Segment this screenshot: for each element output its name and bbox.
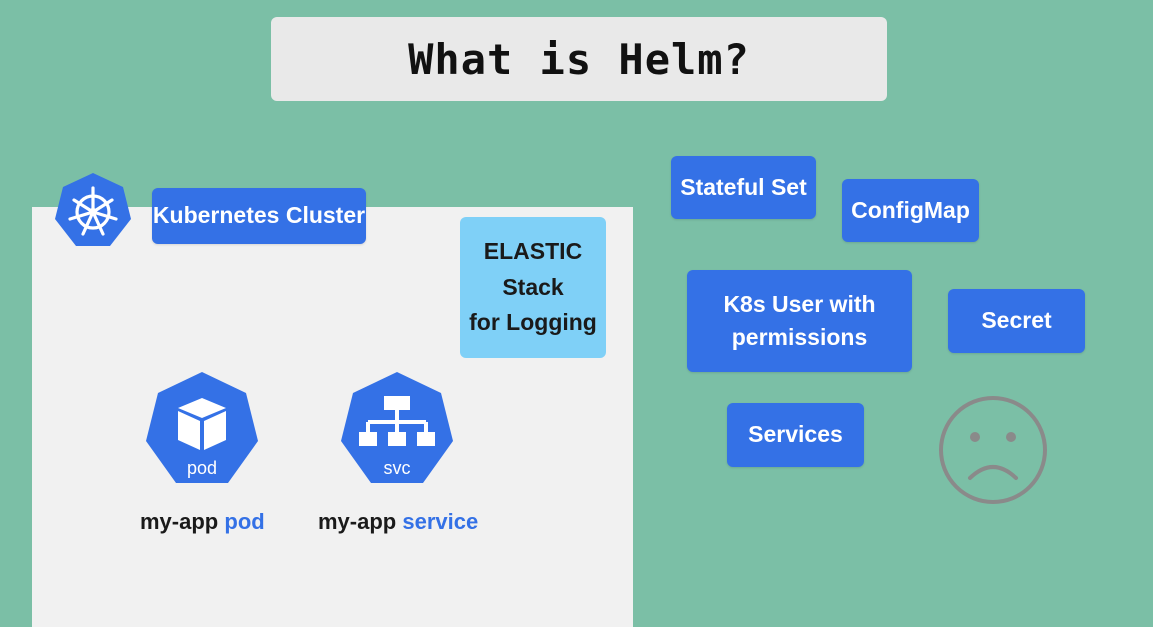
secret-box: Secret [948, 289, 1085, 353]
elastic-line-2: Stack [502, 273, 564, 300]
pod-label: my-app pod [140, 509, 265, 535]
k8s-user-box: K8s User with permissions [687, 270, 912, 372]
cube-icon [178, 398, 226, 450]
k8s-user-line-2: permissions [731, 324, 868, 350]
service-label-prefix: my-app [318, 509, 397, 534]
pod-icon: pod [146, 372, 258, 483]
title-banner: What is Helm? [271, 17, 887, 101]
service-label: my-app service [318, 509, 478, 535]
k8s-user-line-1: K8s User with [723, 290, 876, 317]
kubernetes-wheel-icon [55, 173, 131, 246]
configmap-box: ConfigMap [842, 179, 979, 242]
services-box: Services [727, 403, 864, 467]
page-title: What is Helm? [408, 34, 750, 84]
service-icon: svc [341, 372, 453, 483]
elastic-line-3: for Logging [469, 309, 597, 336]
kubernetes-cluster-label: Kubernetes Cluster [152, 188, 366, 244]
elastic-line-1: ELASTIC [483, 238, 583, 265]
service-icon-text: svc [384, 458, 411, 478]
service-label-accent: service [402, 509, 479, 534]
pod-label-prefix: my-app [140, 509, 219, 534]
pod-label-accent: pod [224, 509, 265, 534]
network-tree-icon [359, 396, 435, 446]
elastic-stack-box: ELASTIC Stack for Logging [460, 217, 606, 358]
sad-face-icon [939, 396, 1047, 504]
stateful-set-box: Stateful Set [671, 156, 816, 219]
pod-icon-text: pod [187, 458, 217, 478]
